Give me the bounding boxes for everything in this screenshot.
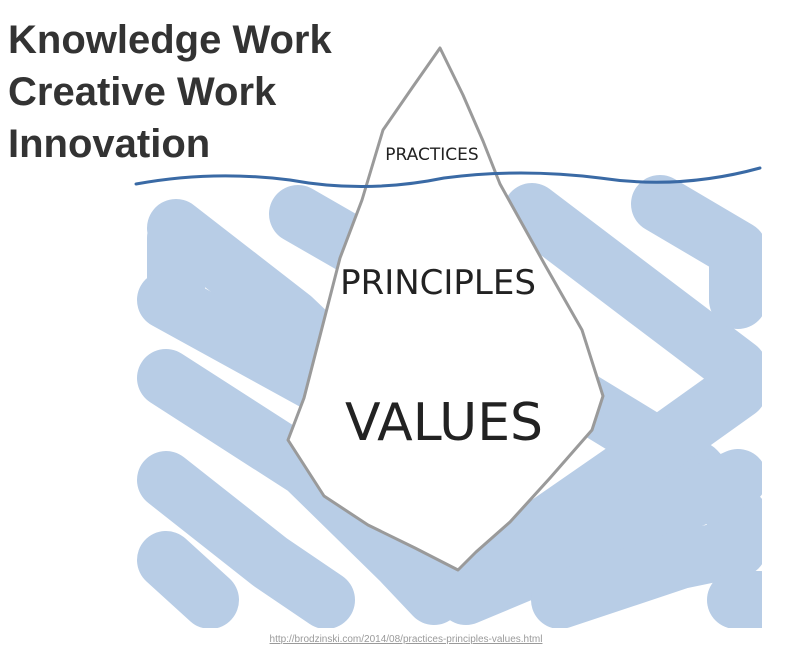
title-line-innovation: Innovation [8, 122, 211, 166]
title-line-knowledge-work: Knowledge Work [8, 18, 332, 62]
label-principles: PRINCIPLES [340, 263, 536, 303]
title-line-creative-work: Creative Work [8, 70, 277, 114]
label-values: VALUES [345, 393, 543, 453]
label-practices: PRACTICES [385, 145, 478, 165]
source-link[interactable]: http://brodzinski.com/2014/08/practices-… [269, 634, 543, 645]
waterline [134, 166, 762, 189]
water-left-mask [0, 170, 136, 660]
water-right-mask [762, 170, 812, 660]
slide-title: Knowledge Work Creative Work Innovation [8, 14, 332, 170]
water-bottom-mask [0, 628, 812, 660]
iceberg-shape [286, 46, 605, 572]
